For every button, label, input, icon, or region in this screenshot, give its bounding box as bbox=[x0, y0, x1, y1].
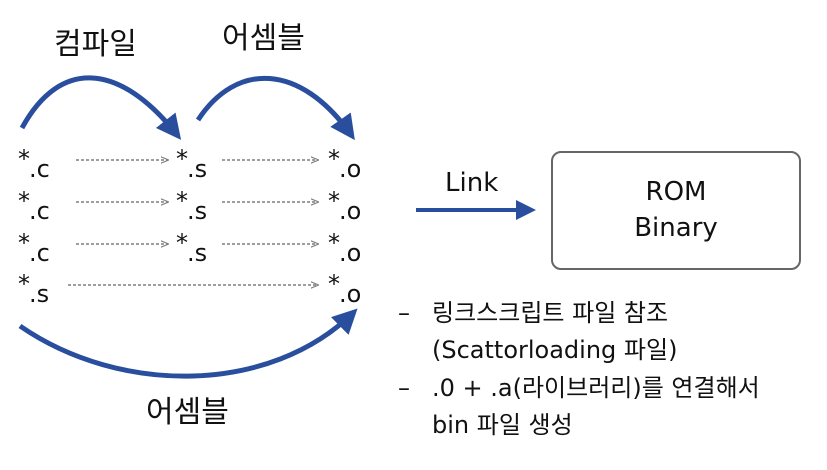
file-s-source-star: * bbox=[18, 270, 30, 298]
file-c2-star: * bbox=[18, 187, 30, 215]
file-o1-star: * bbox=[328, 145, 340, 173]
rom-box-line1: ROM bbox=[645, 177, 707, 208]
note1-line1: 링크스크립트 파일 참조 bbox=[432, 299, 669, 327]
file-s2-ext: .s bbox=[187, 197, 208, 225]
file-c3-star: * bbox=[18, 229, 30, 257]
file-o1-ext: .o bbox=[339, 155, 362, 183]
file-c2-ext: .c bbox=[29, 197, 50, 225]
file-o3-star: * bbox=[328, 229, 340, 257]
file-o4-ext: .o bbox=[339, 280, 362, 308]
link-label: Link bbox=[445, 168, 499, 198]
assemble-top-arrow bbox=[195, 75, 355, 141]
note1-dash: – bbox=[398, 299, 410, 327]
note2-line2: bin 파일 생성 bbox=[432, 411, 573, 439]
assemble-bottom-label: 어셈블 bbox=[146, 395, 229, 430]
file-s2-star: * bbox=[176, 187, 188, 215]
file-o2-star: * bbox=[328, 187, 340, 215]
assemble-bottom-arrow bbox=[18, 308, 358, 379]
file-o3-ext: .o bbox=[339, 239, 362, 267]
file-s1-star: * bbox=[176, 145, 188, 173]
note2-line1: .0 + .a(라이브러리)를 연결해서 bbox=[432, 374, 760, 402]
rom-box-line2: Binary bbox=[634, 212, 718, 243]
compile-label: 컴파일 bbox=[54, 27, 137, 62]
file-c1-star: * bbox=[18, 145, 30, 173]
rom-binary-box: ROM Binary bbox=[551, 151, 801, 270]
note2-dash: – bbox=[398, 374, 410, 402]
file-s3-ext: .s bbox=[187, 239, 208, 267]
file-c1-ext: .c bbox=[29, 155, 50, 183]
file-c3-ext: .c bbox=[29, 239, 50, 267]
note1-line2: (Scattorloading 파일) bbox=[432, 336, 678, 364]
file-o2-ext: .o bbox=[339, 197, 362, 225]
file-s1-ext: .s bbox=[187, 155, 208, 183]
assemble-top-label: 어셈블 bbox=[222, 21, 305, 56]
file-s-source-ext: .s bbox=[29, 280, 50, 308]
file-o4-star: * bbox=[328, 270, 340, 298]
compile-arrow bbox=[19, 75, 182, 140]
file-s3-star: * bbox=[176, 229, 188, 257]
